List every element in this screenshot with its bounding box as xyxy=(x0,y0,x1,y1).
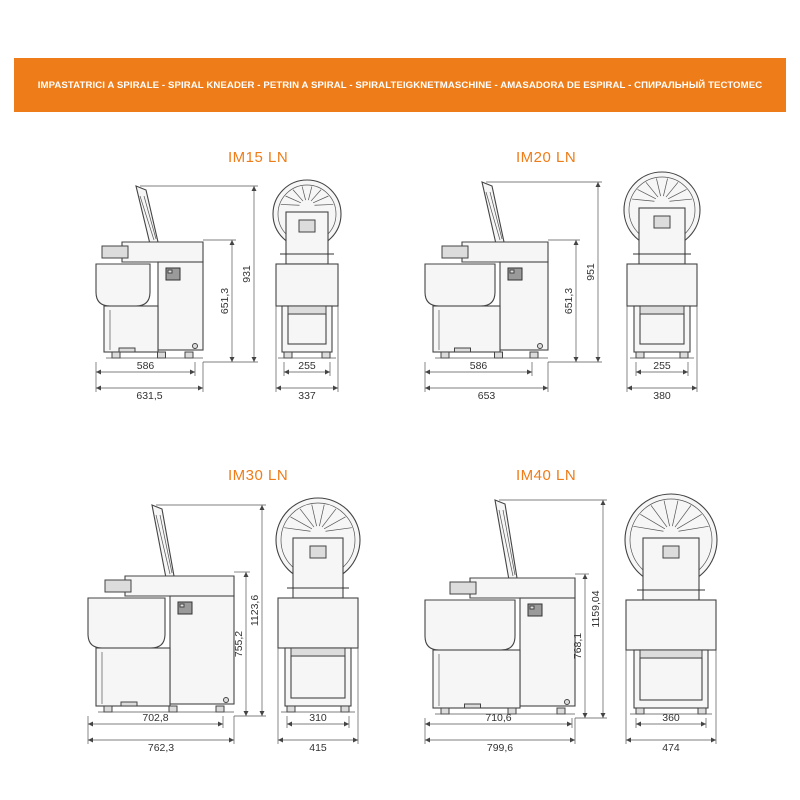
foot xyxy=(283,351,293,359)
front-bowl xyxy=(277,597,359,649)
foot xyxy=(529,351,539,359)
dim-width-base: 255 xyxy=(653,360,671,372)
dim-depth-total: 631,5 xyxy=(136,390,162,402)
dim-height-closed: 651,3 xyxy=(563,288,575,314)
foot xyxy=(697,707,707,715)
dim-height-closed: 768,1 xyxy=(572,633,584,659)
foot xyxy=(440,351,450,359)
dim-height-open: 1123,6 xyxy=(249,595,261,626)
dim-depth-total: 653 xyxy=(478,390,496,402)
front-view-im20: 255 380 xyxy=(623,171,701,402)
foot xyxy=(215,705,225,713)
machine-base xyxy=(103,305,159,353)
dim-depth-total: 762,3 xyxy=(148,742,174,754)
dim-depth-base: 586 xyxy=(470,360,488,372)
machine-base xyxy=(432,649,521,709)
dim-height-open: 931 xyxy=(241,265,253,283)
dim-width-total: 415 xyxy=(309,742,327,754)
dim-depth-base: 586 xyxy=(137,360,155,372)
dim-depth-base: 710,6 xyxy=(485,712,511,724)
foot xyxy=(111,351,121,359)
foot xyxy=(440,707,450,715)
spiral-motor xyxy=(662,545,680,559)
foot xyxy=(556,707,566,715)
machine-base xyxy=(432,305,501,353)
foot xyxy=(494,351,503,359)
banner-text: IMPASTATRICI A SPIRALE - SPIRAL KNEADER … xyxy=(37,79,763,91)
foot xyxy=(321,351,331,359)
dim-width-base: 255 xyxy=(298,360,316,372)
front-view-im40: 360 474 xyxy=(624,493,718,754)
head-motor xyxy=(441,245,469,259)
front-view-im15: 255 337 xyxy=(272,179,342,402)
power-socket xyxy=(223,697,229,703)
machine-column xyxy=(499,261,549,351)
machine-base xyxy=(95,647,171,707)
dim-depth-base: 702,8 xyxy=(142,712,168,724)
side-view-im15: 586 631,5 651,3 931 xyxy=(95,185,258,402)
foot xyxy=(635,707,645,715)
power-socket xyxy=(537,343,543,349)
front-bowl xyxy=(275,263,339,307)
dim-width-total: 380 xyxy=(653,390,671,402)
model-title-im15: IM15 LN xyxy=(228,149,289,166)
dim-height-open: 1159,04 xyxy=(590,590,602,627)
model-title-im40: IM40 LN xyxy=(516,467,577,484)
bowl xyxy=(87,597,166,649)
spiral-motor xyxy=(298,219,316,233)
dim-height-closed: 755,2 xyxy=(233,631,245,657)
front-bowl xyxy=(626,263,698,307)
head-motor xyxy=(449,581,477,595)
foot xyxy=(103,705,113,713)
header-banner: IMPASTATRICI A SPIRALE - SPIRAL KNEADER … xyxy=(14,58,786,112)
dim-depth-total: 799,6 xyxy=(487,742,513,754)
foot xyxy=(168,705,178,713)
side-view-im40: 710,6 799,6 768,1 1159,04 xyxy=(424,499,607,754)
front-bowl xyxy=(625,599,717,651)
head-motor xyxy=(104,579,132,593)
power-socket xyxy=(192,343,198,349)
front-view-im30: 310 415 xyxy=(275,497,361,754)
model-title-im30: IM30 LN xyxy=(228,467,289,484)
machine-head xyxy=(469,577,576,599)
side-view-im30: 702,8 762,3 755,2 1123,6 xyxy=(87,504,266,754)
head-motor xyxy=(101,245,129,259)
base-panel xyxy=(639,657,703,701)
dim-width-base: 310 xyxy=(309,712,327,724)
foot xyxy=(286,705,296,713)
foot xyxy=(340,705,350,713)
dim-width-base: 360 xyxy=(662,712,680,724)
spiral-motor xyxy=(653,215,671,229)
foot xyxy=(157,351,166,359)
foot xyxy=(184,351,194,359)
bowl xyxy=(424,263,496,307)
dim-width-total: 337 xyxy=(298,390,316,402)
power-socket xyxy=(564,699,570,705)
machine-head xyxy=(461,241,549,263)
base-panel xyxy=(287,313,327,345)
machine-head xyxy=(124,575,235,597)
foot xyxy=(635,351,645,359)
dim-height-closed: 651,3 xyxy=(219,288,231,314)
model-title-im20: IM20 LN xyxy=(516,149,577,166)
dim-width-total: 474 xyxy=(662,742,680,754)
bowl xyxy=(95,263,151,307)
machine-head xyxy=(121,241,204,263)
bowl xyxy=(424,599,516,651)
side-view-im20: 586 653 651,3 951 xyxy=(424,181,602,402)
foot xyxy=(679,351,689,359)
base-panel xyxy=(639,313,685,345)
spiral-motor xyxy=(309,545,327,559)
dim-height-open: 951 xyxy=(585,263,597,281)
base-panel xyxy=(290,655,346,699)
